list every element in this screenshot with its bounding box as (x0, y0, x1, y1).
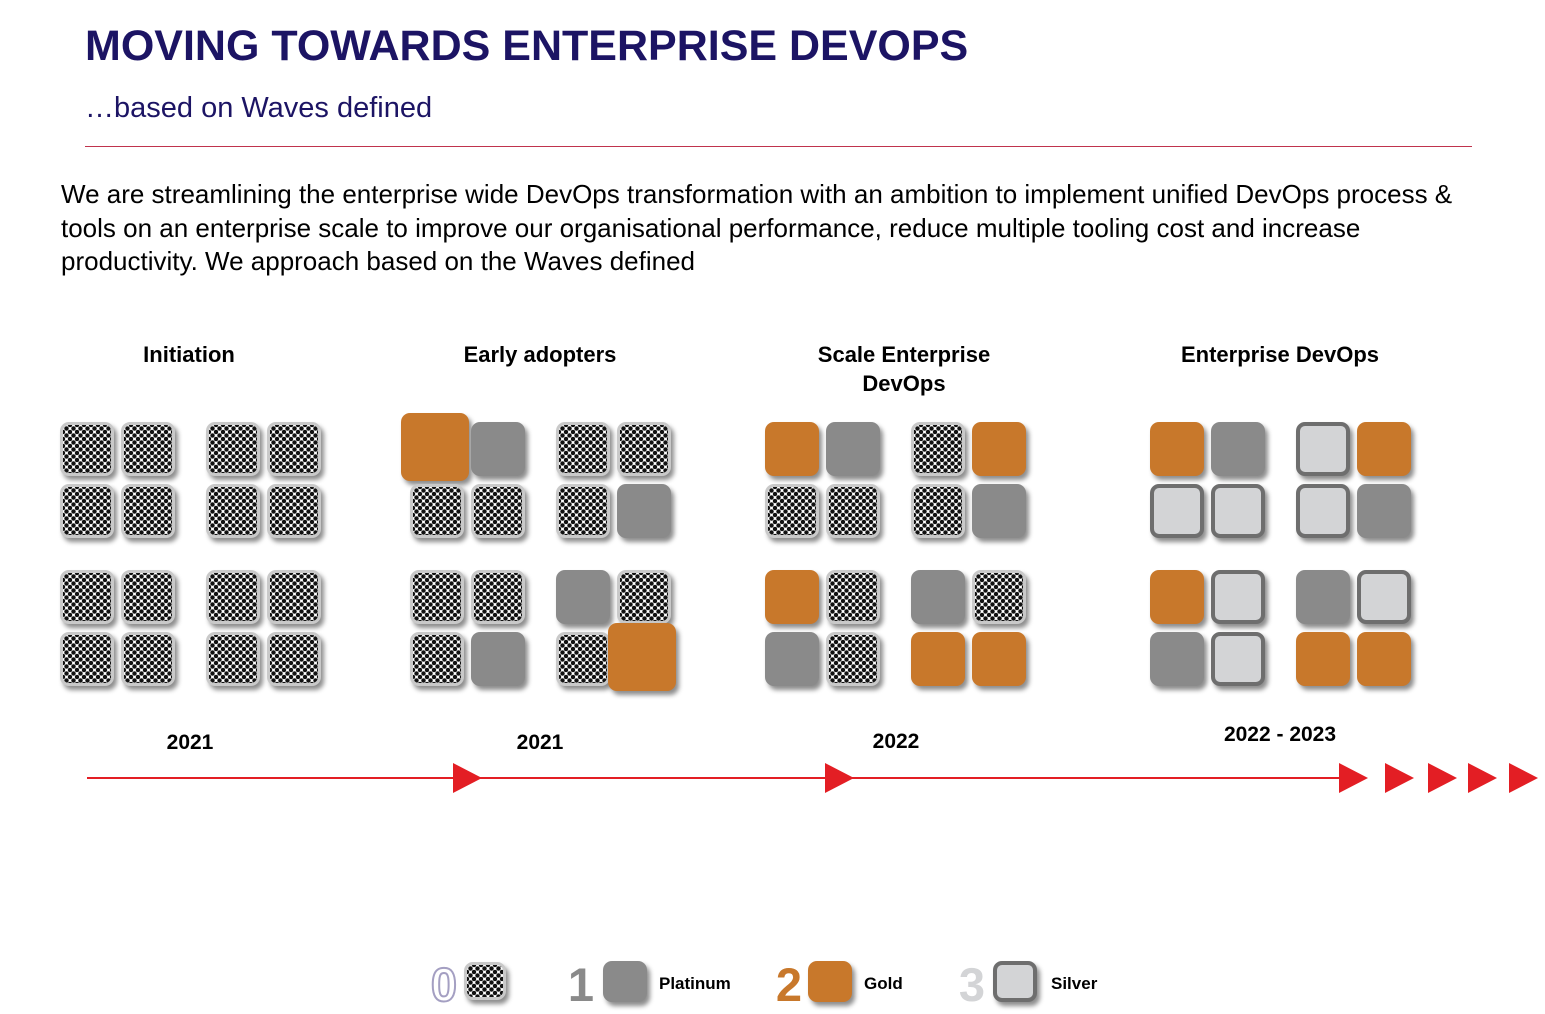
page-subtitle: …based on Waves defined (85, 92, 433, 124)
wave-year-scale-enterprise: 2022 (872, 730, 920, 753)
tile-unassessed (121, 422, 175, 476)
tile-platinum (972, 484, 1026, 538)
tile-platinum (1296, 570, 1350, 624)
tile-gold (1357, 422, 1411, 476)
tile-unassessed (267, 422, 321, 476)
tile-silver (1211, 570, 1265, 624)
tile-unassessed (121, 484, 175, 538)
timeline-arrowhead (825, 763, 854, 793)
wave-title-early-adopters: Early adopters (463, 342, 617, 367)
tile-unassessed (471, 484, 525, 538)
legend-level-2-number: 2 (775, 958, 803, 1011)
tile-gold (972, 632, 1026, 686)
legend-level-0-number: 0 (430, 958, 458, 1011)
timeline-arrowhead (1428, 763, 1457, 793)
wave-year-enterprise-devops: 2022 - 2023 (1223, 723, 1337, 746)
tile-silver (1296, 484, 1350, 538)
tile-gold (608, 623, 676, 691)
tile-unassessed (972, 570, 1026, 624)
tile-unassessed (60, 632, 114, 686)
tile-gold (972, 422, 1026, 476)
wave-year-early-adopters: 2021 (516, 731, 564, 754)
tile-silver (1357, 570, 1411, 624)
tile-unassessed (206, 422, 260, 476)
tile-unassessed (60, 484, 114, 538)
legend-level-2-tile (808, 961, 852, 1002)
tile-unassessed (556, 632, 610, 686)
tile-gold (1150, 570, 1204, 624)
tile-gold (911, 632, 965, 686)
tile-unassessed (617, 570, 671, 624)
tile-silver (1211, 632, 1265, 686)
tile-platinum (911, 570, 965, 624)
tile-gold (1357, 632, 1411, 686)
tile-platinum (471, 632, 525, 686)
tile-unassessed (410, 484, 464, 538)
tile-unassessed (267, 484, 321, 538)
wave-year-initiation: 2021 (166, 731, 214, 754)
timeline-arrowhead (1468, 763, 1497, 793)
tile-platinum (617, 484, 671, 538)
tile-gold (401, 413, 469, 481)
tile-unassessed (206, 632, 260, 686)
tile-platinum (1211, 422, 1265, 476)
tile-unassessed (826, 632, 880, 686)
tile-unassessed (556, 422, 610, 476)
tile-platinum (765, 632, 819, 686)
tile-platinum (1150, 632, 1204, 686)
tile-unassessed (410, 570, 464, 624)
legend-level-1-number: 1 (567, 958, 595, 1011)
tile-unassessed (471, 570, 525, 624)
wave-title-scale-enterprise: Scale Enterprise DevOps (817, 342, 991, 396)
tile-silver (1150, 484, 1204, 538)
title-divider (85, 146, 1472, 147)
tile-silver (1211, 484, 1265, 538)
tile-unassessed (911, 422, 965, 476)
legend-level-3-tile (993, 961, 1037, 1002)
tile-unassessed (267, 632, 321, 686)
tile-unassessed (617, 422, 671, 476)
legend-level-3-number: 3 (958, 958, 986, 1011)
intro-paragraph: We are streamlining the enterprise wide … (61, 179, 1453, 276)
tile-unassessed (826, 570, 880, 624)
legend-level-0-tile (464, 962, 506, 1000)
legend-level-1-label: Platinum (659, 974, 731, 993)
tile-unassessed (410, 632, 464, 686)
timeline-arrowhead (453, 763, 482, 793)
tile-platinum (826, 422, 880, 476)
tile-gold (1296, 632, 1350, 686)
legend-level-1-tile (603, 961, 647, 1002)
tile-silver (1296, 422, 1350, 476)
tile-unassessed (121, 632, 175, 686)
tile-gold (765, 422, 819, 476)
timeline-arrow (87, 763, 1538, 793)
tile-unassessed (60, 570, 114, 624)
tile-unassessed (765, 484, 819, 538)
timeline-arrowhead (1339, 763, 1368, 793)
wave-title-enterprise-devops: Enterprise DevOps (1180, 342, 1380, 367)
tile-unassessed (206, 570, 260, 624)
tile-unassessed (911, 484, 965, 538)
tile-platinum (1357, 484, 1411, 538)
wave-title-initiation: Initiation (143, 342, 235, 367)
tile-gold (1150, 422, 1204, 476)
tile-platinum (471, 422, 525, 476)
legend-level-2-label: Gold (864, 974, 903, 993)
tile-unassessed (556, 484, 610, 538)
page-title: MOVING TOWARDS ENTERPRISE DEVOPS (85, 22, 969, 70)
tile-unassessed (121, 570, 175, 624)
timeline-arrowhead (1509, 763, 1538, 793)
tile-unassessed (206, 484, 260, 538)
timeline-arrowhead (1385, 763, 1414, 793)
tile-unassessed (60, 422, 114, 476)
tile-gold (765, 570, 819, 624)
legend-level-3-label: Silver (1051, 974, 1098, 993)
tile-unassessed (826, 484, 880, 538)
tile-unassessed (267, 570, 321, 624)
tile-platinum (556, 570, 610, 624)
